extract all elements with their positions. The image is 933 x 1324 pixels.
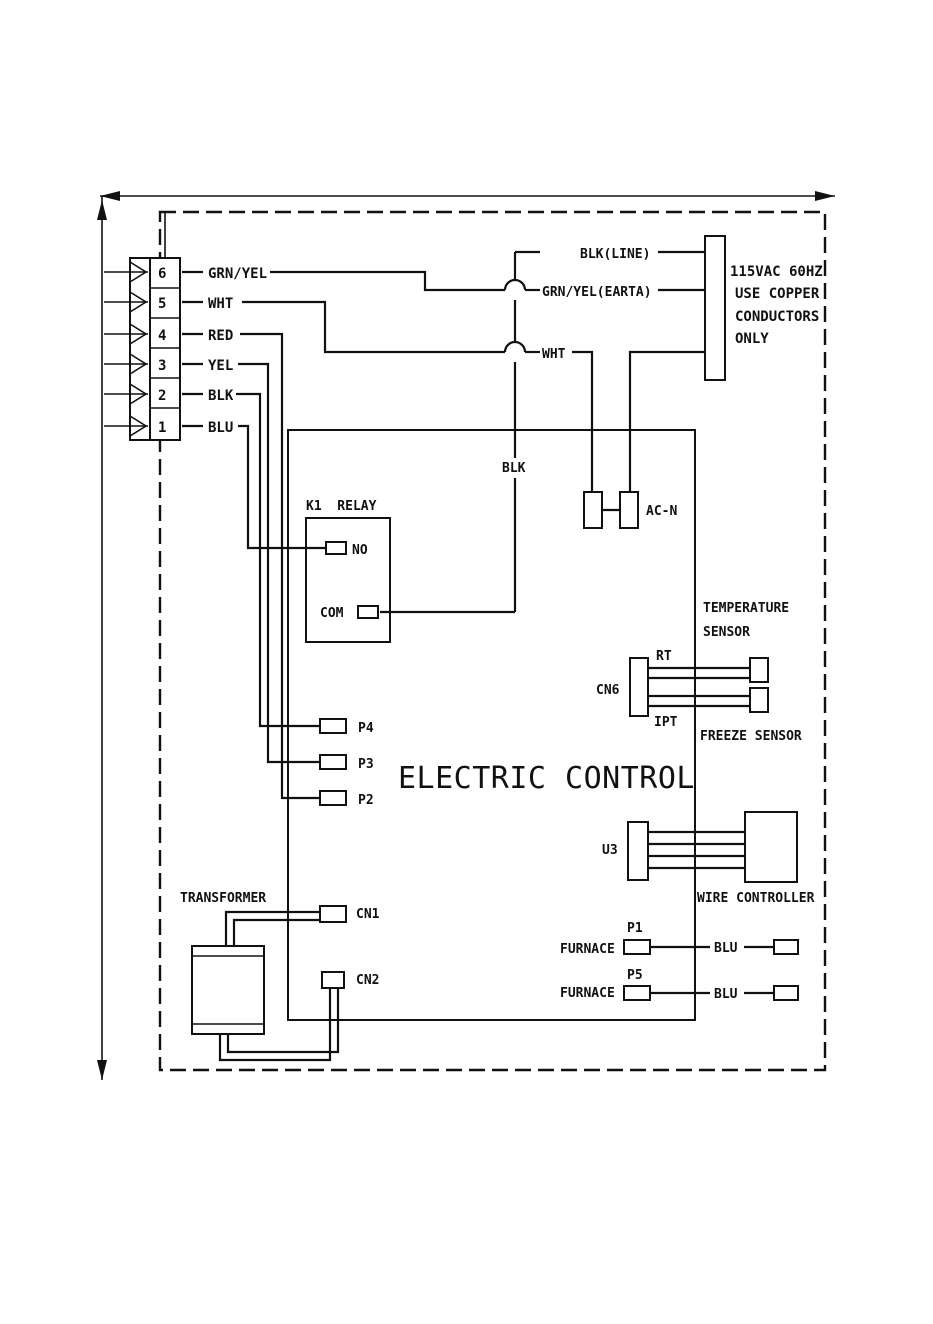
- ac-n-label: AC-N: [646, 504, 677, 519]
- terminal-block: 6 5 4 3 2 1: [104, 212, 180, 440]
- terminal-1: 1: [158, 420, 166, 436]
- wire-label-blu: BLU: [208, 420, 233, 436]
- transformer-label: TRANSFORMER: [180, 891, 266, 906]
- p5-label: P5: [627, 968, 643, 983]
- cn2-connector: [322, 972, 344, 988]
- terminal-2: 2: [158, 388, 166, 404]
- power-line-label: BLK(LINE): [580, 247, 650, 262]
- freeze-sensor: [750, 688, 768, 712]
- cn6-label: CN6: [596, 683, 620, 698]
- p2-label: P2: [358, 793, 374, 808]
- power-earth-label: GRN/YEL(EARTA): [542, 285, 652, 300]
- terminal-wires: [182, 272, 705, 798]
- terminal-4: 4: [158, 328, 166, 344]
- blu-1-label: BLU: [714, 941, 738, 956]
- furnace-1-terminal: [774, 940, 798, 954]
- temperature-sensor-label-1: TEMPERATURE: [703, 601, 789, 616]
- u3-connector: [628, 822, 648, 880]
- cn2-label: CN2: [356, 973, 379, 988]
- terminal-5: 5: [158, 296, 166, 312]
- p1-connector: [624, 940, 650, 954]
- blk-wire-label: BLK: [502, 461, 526, 476]
- relay-com-label: COM: [320, 606, 344, 621]
- wire-label-red: RED: [208, 328, 233, 344]
- wire-controller: [745, 812, 797, 882]
- furnace-1-label: FURNACE: [560, 942, 615, 957]
- terminal-6: 6: [158, 266, 166, 282]
- p3-label: P3: [358, 757, 374, 772]
- wire-label-wht: WHT: [208, 296, 233, 312]
- wire-label-blk: BLK: [208, 388, 234, 404]
- furnace-2-label: FURNACE: [560, 986, 615, 1001]
- transformer: [192, 946, 264, 1034]
- cn1-connector: [320, 906, 346, 922]
- u3-wires: [648, 832, 745, 868]
- temperature-sensor: [750, 658, 768, 682]
- power-note-line3: CONDUCTORS: [735, 309, 819, 325]
- p3-connector: [320, 755, 346, 769]
- k1-relay: [306, 518, 390, 642]
- relay-no-label: NO: [352, 543, 368, 558]
- cn6-connector: [630, 658, 648, 716]
- wire-label-grn-yel: GRN/YEL: [208, 266, 267, 282]
- cn1-label: CN1: [356, 907, 380, 922]
- terminal-3: 3: [158, 358, 166, 374]
- relay-com-contact: [358, 606, 378, 618]
- p5-connector: [624, 986, 650, 1000]
- wire-label-yel: YEL: [208, 358, 233, 374]
- power-supply-terminal: [705, 236, 725, 380]
- ac-n-connector: [584, 492, 638, 528]
- u3-label: U3: [602, 843, 618, 858]
- power-neutral-label: WHT: [542, 347, 566, 362]
- relay-label: K1 RELAY: [306, 499, 377, 514]
- blu-2-label: BLU: [714, 987, 738, 1002]
- power-note-line1: 115VAC 60HZ: [730, 264, 823, 280]
- power-note-line2: USE COPPER: [735, 286, 820, 302]
- freeze-sensor-label: FREEZE SENSOR: [700, 729, 802, 744]
- p2-connector: [320, 791, 346, 805]
- temperature-sensor-label-2: SENSOR: [703, 625, 750, 640]
- p1-label: P1: [627, 921, 643, 936]
- rt-label: RT: [656, 649, 672, 664]
- power-note-line4: ONLY: [735, 331, 769, 347]
- wire-controller-label: WIRE CONTROLLER: [697, 891, 815, 906]
- p4-label: P4: [358, 721, 374, 736]
- furnace-2-terminal: [774, 986, 798, 1000]
- electric-control-title: ELECTRIC CONTROL: [398, 761, 695, 796]
- line-wire: [380, 252, 705, 612]
- p4-connector: [320, 719, 346, 733]
- ipt-label: IPT: [654, 715, 678, 730]
- relay-no-contact: [326, 542, 346, 554]
- sensor-wires: [648, 668, 750, 706]
